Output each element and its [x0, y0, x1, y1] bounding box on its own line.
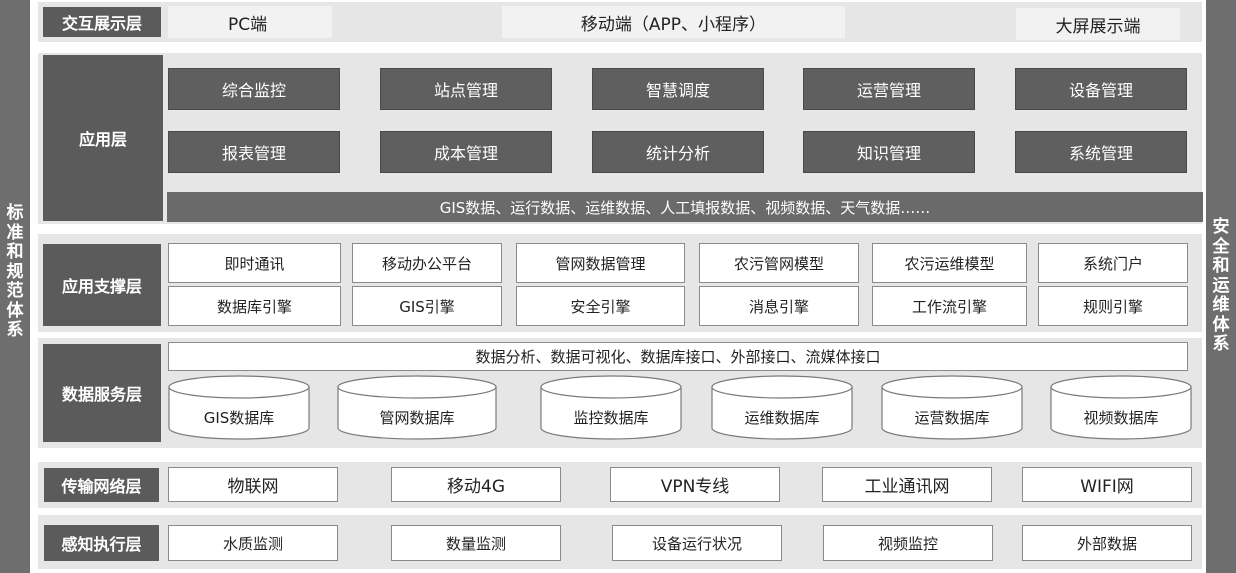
- support-item: 规则引擎: [1038, 286, 1188, 326]
- perception-item: 数量监测: [391, 525, 561, 561]
- security-ops-system-bar: 安全和运维体系: [1206, 0, 1236, 573]
- support-item: GIS引擎: [352, 286, 502, 326]
- database-label: GIS数据库: [203, 408, 275, 427]
- app-module: 系统管理: [1015, 131, 1187, 173]
- security-ops-system-label: 安全和运维体系: [1212, 217, 1230, 354]
- support-layer: 应用支撑层 即时通讯移动办公平台管网数据管理农污管网模型农污运维模型系统门户数据…: [38, 234, 1202, 332]
- perception-layer: 感知执行层 水质监测 数量监测 设备运行状况 视频监控外部数据: [38, 515, 1202, 569]
- database-cylinder: 管网数据库: [337, 375, 497, 441]
- network-item: VPN专线: [610, 467, 780, 502]
- support-item: 即时通讯: [168, 243, 341, 283]
- app-module: 报表管理: [168, 131, 340, 173]
- app-module: 统计分析: [592, 131, 764, 173]
- database-icon: [168, 375, 310, 440]
- app-module: 综合监控: [168, 68, 340, 110]
- database-cylinder: 运维数据库: [711, 375, 853, 441]
- network-item: 物联网: [168, 467, 338, 502]
- app-module: 设备管理: [1015, 68, 1187, 110]
- application-layer: 应用层 综合监控站点管理智慧调度运营管理设备管理报表管理成本管理统计分析知识管理…: [38, 53, 1203, 224]
- database-cylinder: 监控数据库: [540, 375, 682, 441]
- support-item: 农污运维模型: [872, 243, 1027, 283]
- network-layer-label: 传输网络层: [44, 468, 159, 502]
- network-item: WIFI网: [1022, 467, 1192, 502]
- perception-item: 设备运行状况: [612, 525, 782, 561]
- app-module: 运营管理: [803, 68, 975, 110]
- support-item: 工作流引擎: [872, 286, 1027, 326]
- support-item: 移动办公平台: [352, 243, 502, 283]
- database-icon: [540, 375, 682, 440]
- data-service-layer: 数据服务层 数据分析、数据可视化、数据库接口、外部接口、流媒体接口 GIS数据库…: [38, 338, 1202, 448]
- app-module: 知识管理: [803, 131, 975, 173]
- application-data-strip: GIS数据、运行数据、运维数据、人工填报数据、视频数据、天气数据……: [167, 192, 1203, 222]
- application-layer-label: 应用层: [43, 55, 163, 221]
- network-item: 移动4G: [391, 467, 561, 502]
- perception-item: 视频监控: [823, 525, 993, 561]
- perception-layer-label: 感知执行层: [44, 525, 159, 561]
- database-icon: [337, 375, 497, 440]
- database-label: 监控数据库: [573, 408, 649, 427]
- standards-system-label: 标准和规范体系: [6, 203, 24, 340]
- database-cylinder: 运营数据库: [881, 375, 1023, 441]
- support-item: 消息引擎: [699, 286, 859, 326]
- interaction-item-big-screen: 大屏展示端: [1016, 8, 1180, 40]
- support-item: 系统门户: [1038, 243, 1188, 283]
- data-service-layer-label: 数据服务层: [43, 344, 161, 442]
- perception-item: 水质监测: [168, 525, 338, 561]
- support-layer-label: 应用支撑层: [43, 244, 161, 326]
- standards-system-bar: 标准和规范体系: [0, 0, 30, 573]
- support-item: 农污管网模型: [699, 243, 859, 283]
- app-module: 成本管理: [380, 131, 552, 173]
- database-label: 运营数据库: [914, 408, 990, 427]
- database-label: 管网数据库: [379, 408, 455, 427]
- database-label: 运维数据库: [744, 408, 820, 427]
- app-module: 智慧调度: [592, 68, 764, 110]
- network-layer: 传输网络层 物联网 移动4G VPN专线 工业通讯网 WIFI网: [38, 462, 1202, 508]
- database-cylinder: 视频数据库: [1050, 375, 1192, 441]
- network-item: 工业通讯网: [822, 467, 992, 502]
- database-label: 视频数据库: [1083, 408, 1159, 427]
- data-interfaces-bar: 数据分析、数据可视化、数据库接口、外部接口、流媒体接口: [168, 342, 1188, 371]
- support-item: 管网数据管理: [516, 243, 685, 283]
- app-module: 站点管理: [380, 68, 552, 110]
- support-item: 安全引擎: [516, 286, 685, 326]
- perception-item: 外部数据: [1022, 525, 1192, 561]
- interaction-layer: 交互展示层 PC端 移动端（APP、小程序） 大屏展示端: [38, 2, 1202, 42]
- interaction-item-pc: PC端: [168, 6, 332, 38]
- database-icon: [881, 375, 1023, 440]
- support-item: 数据库引擎: [168, 286, 341, 326]
- database-cylinder: GIS数据库: [168, 375, 310, 441]
- interaction-item-mobile: 移动端（APP、小程序）: [502, 6, 845, 38]
- database-icon: [1050, 375, 1192, 440]
- database-icon: [711, 375, 853, 440]
- interaction-layer-label: 交互展示层: [43, 7, 161, 37]
